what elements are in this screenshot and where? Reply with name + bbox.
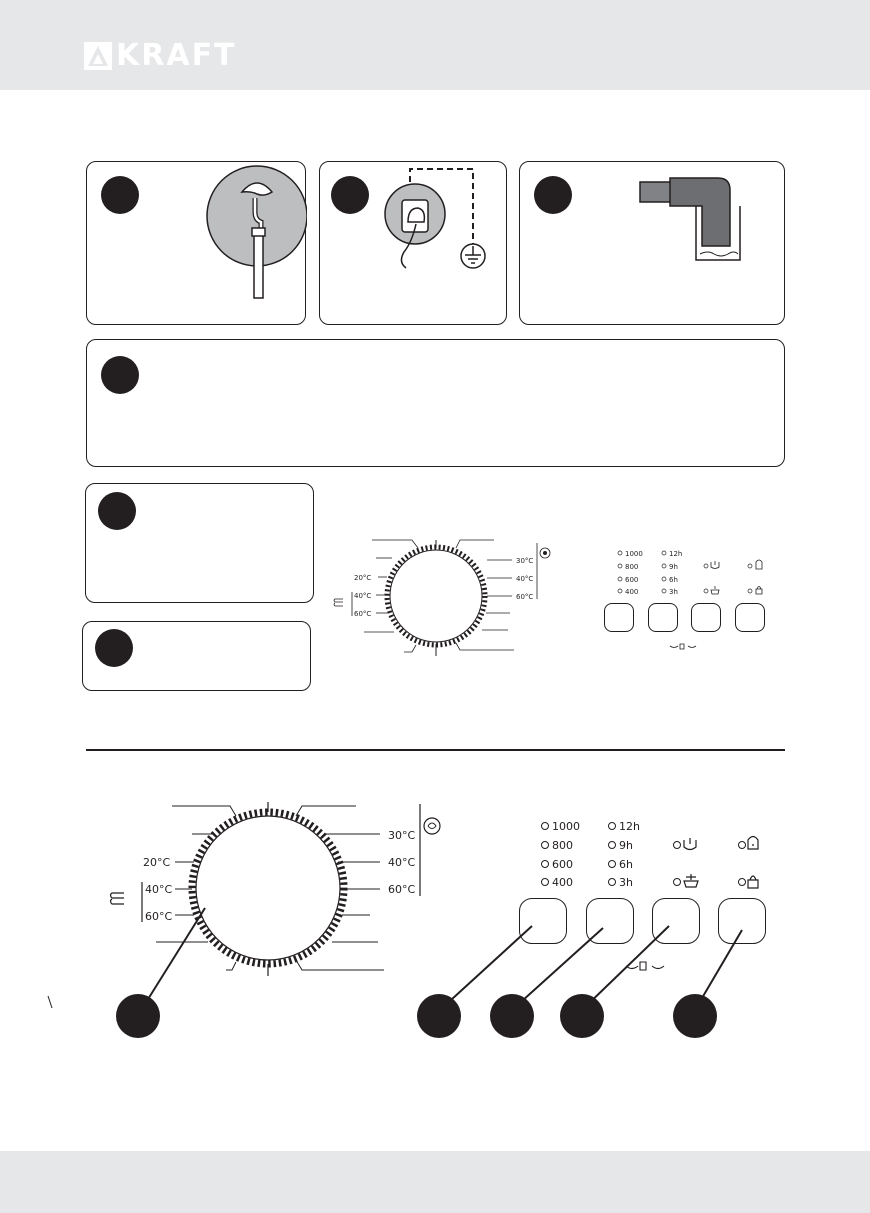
cotton-icon bbox=[423, 817, 441, 835]
cotton-icon bbox=[539, 547, 551, 559]
delay-start-button[interactable] bbox=[586, 898, 634, 944]
small-dial-temp-left: 60°C bbox=[354, 610, 371, 618]
small-spin-label: 400 bbox=[625, 588, 638, 596]
step-panel-power-outlet bbox=[319, 161, 507, 325]
spin-label: 400 bbox=[552, 876, 573, 889]
spin-label: 1000 bbox=[552, 820, 580, 833]
dial-temp-left: 60°C bbox=[145, 910, 172, 923]
kraft-logo-icon bbox=[84, 42, 112, 70]
header-bar: KRAFT bbox=[0, 0, 870, 90]
callout-badge-option bbox=[560, 994, 604, 1038]
footer-bar bbox=[0, 1151, 870, 1213]
step-panel-wide bbox=[86, 339, 785, 467]
callout-badge-dial bbox=[116, 994, 160, 1038]
prewash-icon bbox=[683, 838, 697, 851]
dial-temp-right: 30°C bbox=[388, 829, 415, 842]
step-panel-drain-hose bbox=[519, 161, 785, 325]
small-delay-label: 12h bbox=[669, 550, 682, 558]
extra-rinse-icon bbox=[683, 874, 699, 888]
dial-temp-left: 40°C bbox=[145, 883, 172, 896]
brand-logo: KRAFT bbox=[84, 38, 237, 73]
small-dial-temp-right: 40°C bbox=[516, 575, 533, 583]
step-number-badge bbox=[331, 176, 369, 214]
synthetic-icon bbox=[109, 892, 124, 905]
child-lock-icon bbox=[747, 835, 759, 850]
callout-badge-start bbox=[673, 994, 717, 1038]
step-panel-water-tap bbox=[86, 161, 307, 325]
prewash-icon bbox=[710, 561, 720, 569]
small-spin-label: 600 bbox=[625, 576, 638, 584]
power-plug-icon bbox=[384, 183, 446, 269]
small-spin-button[interactable] bbox=[604, 603, 634, 632]
spin-speed-button[interactable] bbox=[519, 898, 567, 944]
small-delay-label: 3h bbox=[669, 588, 678, 596]
small-dial-temp-right: 30°C bbox=[516, 557, 533, 565]
child-lock-icon bbox=[755, 559, 763, 570]
option-button[interactable] bbox=[652, 898, 700, 944]
ground-icon bbox=[460, 243, 486, 269]
delay-label: 12h bbox=[619, 820, 640, 833]
delay-label: 9h bbox=[619, 839, 633, 852]
door-lock-icon bbox=[755, 586, 763, 595]
spin-label: 600 bbox=[552, 858, 573, 871]
step-number-badge bbox=[98, 492, 136, 530]
indicator-leds bbox=[541, 822, 746, 886]
small-spin-label: 1000 bbox=[625, 550, 643, 558]
small-dial-temp-right: 60°C bbox=[516, 593, 533, 601]
dial-temp-right: 40°C bbox=[388, 856, 415, 869]
program-dial bbox=[109, 802, 441, 976]
step-number-badge bbox=[95, 629, 133, 667]
small-dial-temp-left: 40°C bbox=[354, 592, 371, 600]
small-delay-label: 6h bbox=[669, 576, 678, 584]
dial-temp-right: 60°C bbox=[388, 883, 415, 896]
step-number-badge bbox=[101, 356, 139, 394]
small-dial-temp-left: 20°C bbox=[354, 574, 371, 582]
callout-badge-spin bbox=[417, 994, 461, 1038]
extra-rinse-icon bbox=[710, 586, 720, 595]
step-panel-small-2 bbox=[82, 621, 311, 691]
lock-combo-hint bbox=[625, 961, 665, 971]
small-delay-label: 9h bbox=[669, 563, 678, 571]
callout-badge-delay bbox=[490, 994, 534, 1038]
synthetic-icon bbox=[333, 598, 343, 607]
delay-label: 6h bbox=[619, 858, 633, 871]
start-pause-button[interactable] bbox=[718, 898, 766, 944]
lock-combo-hint bbox=[669, 643, 697, 650]
small-indicator-leds bbox=[617, 550, 753, 594]
water-tap-icon bbox=[206, 165, 307, 299]
step-number-badge bbox=[534, 176, 572, 214]
section-divider bbox=[86, 749, 785, 751]
drain-hose-icon bbox=[639, 177, 741, 261]
small-start-button[interactable] bbox=[735, 603, 765, 632]
delay-label: 3h bbox=[619, 876, 633, 889]
small-delay-button[interactable] bbox=[648, 603, 678, 632]
small-option-button[interactable] bbox=[691, 603, 721, 632]
step-number-badge bbox=[101, 176, 139, 214]
dial-temp-left: 20°C bbox=[143, 856, 170, 869]
small-program-dial bbox=[333, 539, 551, 656]
small-spin-label: 800 bbox=[625, 563, 638, 571]
step-panel-small-1 bbox=[85, 483, 314, 603]
door-lock-icon bbox=[747, 875, 759, 889]
spin-label: 800 bbox=[552, 839, 573, 852]
brand-name: KRAFT bbox=[116, 38, 237, 73]
